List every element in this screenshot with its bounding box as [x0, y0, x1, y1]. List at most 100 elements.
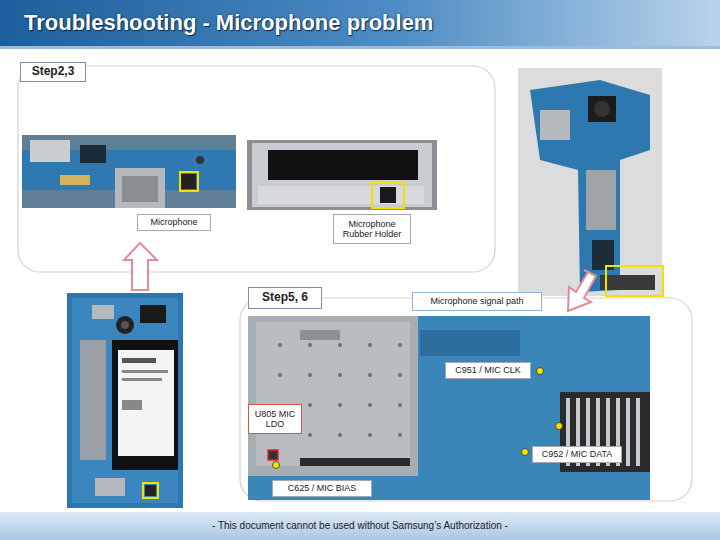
closeup-photo-part — [268, 450, 278, 460]
closeup-photo-part — [278, 373, 282, 377]
phone-photo-part — [116, 316, 134, 334]
closeup-photo-part — [308, 343, 312, 347]
pcb-photo-part — [588, 96, 616, 122]
pcb-photo-part — [530, 80, 650, 292]
signal-label: C951 / MIC CLK — [445, 362, 531, 379]
closeup-photo-part — [522, 449, 529, 456]
phone-photo-part — [112, 340, 178, 470]
closeup-photo-part — [368, 373, 372, 377]
panel-outline-part — [240, 298, 692, 501]
phone-photo-part — [67, 293, 183, 508]
holder-photo-part — [252, 143, 432, 207]
holder-photo — [247, 140, 437, 210]
direction-arrow — [124, 243, 596, 311]
holder-photo-part — [380, 187, 396, 203]
pcb-photo-part — [518, 68, 662, 296]
section-label-text: Microphone signal path — [430, 296, 523, 306]
closeup-photo-part — [636, 398, 640, 466]
board-photo-part — [122, 176, 158, 202]
board-photo-part — [180, 172, 198, 191]
closeup-photo-part — [420, 330, 520, 356]
pcb-photo — [518, 68, 663, 296]
closeup-photo-part — [556, 423, 563, 430]
closeup-photo-part — [278, 343, 282, 347]
closeup-photo-part — [368, 433, 372, 437]
panel-outline-part — [18, 66, 495, 272]
closeup-photo-part — [273, 368, 563, 469]
phone-photo-part — [80, 340, 106, 460]
panel-outline — [18, 66, 692, 501]
closeup-photo-part — [256, 322, 410, 466]
phone-photo-part — [143, 483, 158, 498]
holder-photo-part — [247, 140, 437, 210]
board-photo-part — [30, 140, 70, 162]
footer-note: - This document cannot be used without S… — [212, 520, 508, 531]
phone-photo-part — [118, 350, 174, 456]
board-photo-part — [196, 156, 204, 164]
closeup-photo-part — [368, 403, 372, 407]
closeup-photo-part — [626, 398, 630, 466]
board-photo-part — [80, 145, 106, 163]
part-label: Microphone — [137, 214, 211, 231]
pcb-photo-part — [600, 275, 655, 290]
closeup-photo-part — [338, 403, 342, 407]
part-label-text: Microphone — [150, 217, 197, 227]
section-label: Microphone signal path — [412, 292, 542, 311]
signal-label-text: C951 / MIC CLK — [455, 365, 521, 375]
closeup-photo-part — [308, 433, 312, 437]
part-label: Microphone Rubber Holder — [333, 214, 411, 244]
closeup-photo-part — [398, 403, 402, 407]
closeup-photo-part — [300, 330, 340, 340]
closeup-photo-part — [300, 458, 410, 466]
closeup-photo-part — [248, 316, 650, 500]
phone-photo-part — [122, 358, 156, 363]
board-photo — [22, 135, 236, 208]
phone-photo-part — [92, 305, 114, 319]
closeup-photo-part — [537, 368, 544, 375]
pcb-photo-part — [586, 170, 616, 230]
header-bar — [0, 0, 720, 49]
phone-photo — [67, 293, 183, 508]
phone-photo-part — [145, 485, 156, 496]
signal-label-text: C952 / MIC DATA — [542, 449, 613, 459]
step-box: Step5, 6 — [248, 287, 322, 309]
board-photo-part — [22, 135, 236, 208]
direction-arrow-part — [568, 270, 596, 311]
closeup-photo-part — [398, 433, 402, 437]
pcb-photo-part — [540, 110, 570, 140]
phone-photo-part — [72, 298, 178, 503]
step-box-text: Step5, 6 — [262, 291, 308, 305]
phone-photo-part — [122, 400, 142, 410]
signal-label: C952 / MIC DATA — [532, 446, 622, 463]
board-photo-part — [60, 175, 90, 185]
signal-label: C625 / MIC BIAS — [272, 480, 372, 497]
phone-photo-part — [122, 370, 168, 373]
footer-bar-part — [0, 512, 720, 540]
step-box: Step2,3 — [20, 62, 86, 82]
closeup-photo-part — [273, 462, 280, 469]
closeup-photo-part — [398, 373, 402, 377]
closeup-photo-part — [398, 343, 402, 347]
holder-photo-part — [258, 186, 424, 204]
phone-photo-part — [140, 305, 166, 323]
board-photo-part — [115, 168, 165, 208]
slide-title: Troubleshooting - Microphone problem — [24, 10, 433, 36]
signal-label-text: U805 MIC LDO — [252, 409, 298, 430]
phone-photo-part — [121, 321, 129, 329]
signal-label: U805 MIC LDO — [248, 404, 302, 434]
footer-bar — [0, 512, 720, 540]
closeup-photo-part — [308, 403, 312, 407]
board-photo-part — [181, 174, 196, 189]
closeup-photo-part — [308, 373, 312, 377]
pcb-photo-part — [606, 266, 663, 296]
phone-photo-part — [122, 378, 162, 381]
step-box-text: Step2,3 — [32, 65, 75, 79]
closeup-photo-part — [338, 373, 342, 377]
pcb-photo-part — [594, 101, 610, 117]
closeup-photo-part — [338, 343, 342, 347]
closeup-photo-part — [368, 343, 372, 347]
direction-arrow-part — [124, 243, 157, 290]
holder-photo-part — [268, 150, 418, 180]
closeup-photo-part — [338, 433, 342, 437]
